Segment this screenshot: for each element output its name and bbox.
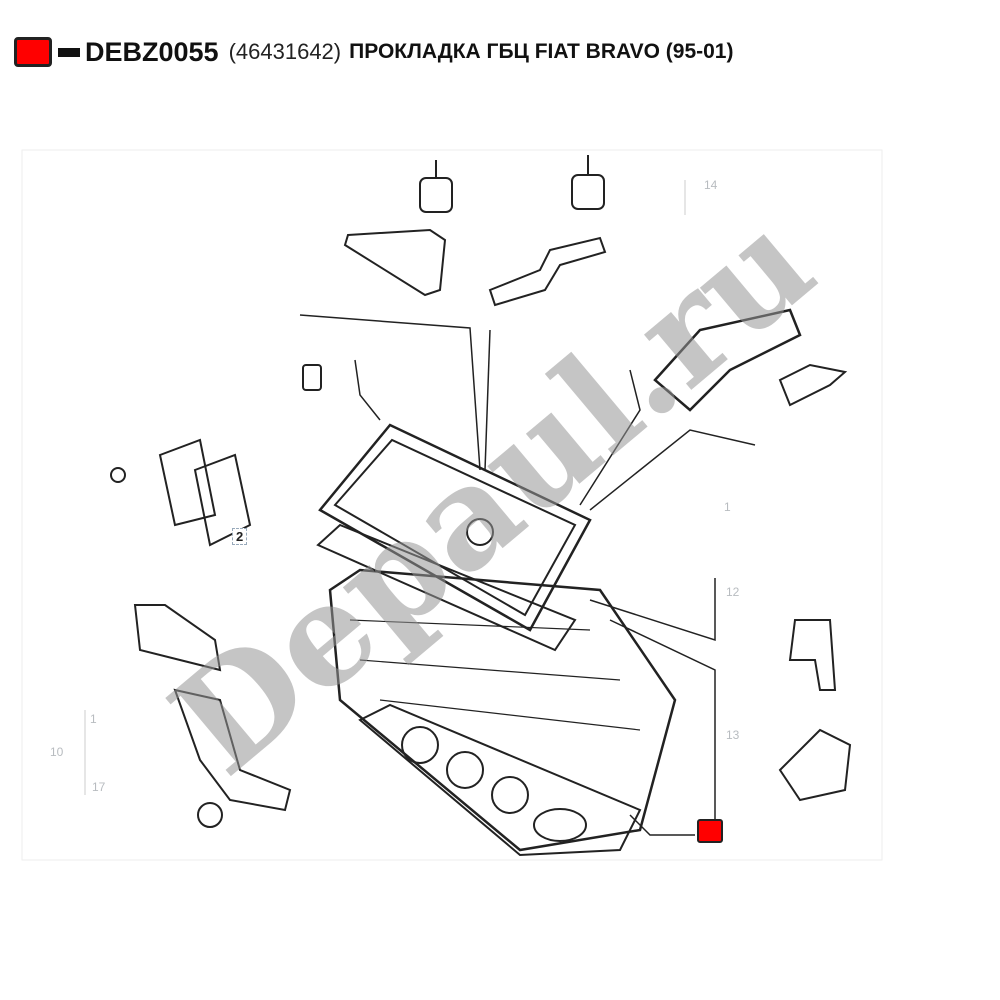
oem-number: (46431642) [228,39,342,64]
callout-label: 12 [726,585,740,599]
callout-label: 1 [724,500,731,514]
callout-label: 13 [726,728,740,742]
callout-label: 14 [704,178,718,192]
callout-label: 17 [92,780,106,794]
header: DEBZ0055 (46431642) ПРОКЛАДКА ГБЦ FIAT B… [14,32,733,72]
callout-label: 10 [50,745,64,759]
dash-icon [58,47,80,57]
red-marker-icon [14,37,52,67]
sensor [302,364,322,391]
engine-mount-right [488,155,607,307]
engine-mount-left [343,160,453,297]
highlighted-part-marker [697,819,723,843]
callout-label: 2 [232,528,248,545]
part-code: DEBZ0055 [85,36,219,67]
part-description: ПРОКЛАДКА ГБЦ FIAT BRAVO (95-01) [349,40,734,63]
callout-label: 1 [90,712,97,726]
